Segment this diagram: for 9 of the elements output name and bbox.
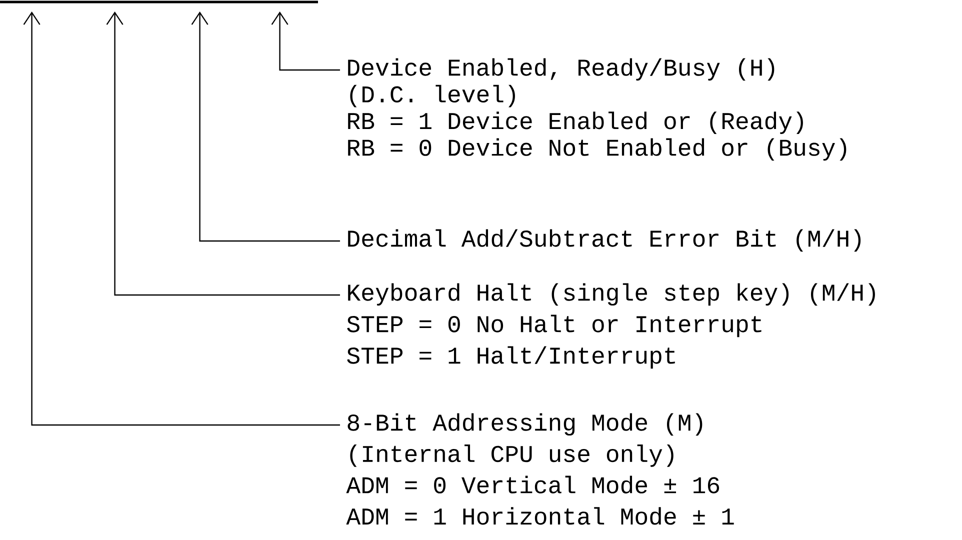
bit-description: Decimal Add/Subtract Error Bit (M/H): [348, 229, 861, 252]
arrow: [23, 11, 340, 426]
arrow: [106, 11, 340, 296]
arrow: [271, 11, 340, 71]
register-bar: [0, 0, 318, 4]
bit-description: 8-Bit Addressing Mode (M) (Internal CPU use only) ADM = 0 Vertical Mode ± 16 ADM = 1 Horizontal Mode ± 1: [346, 413, 734, 525]
bit-description: Device Enabled, Ready/Busy (H) (D.C. level) RB = 1 Device Enabled or (Ready) RB = 0 Device Not Enabled or (Busy): [348, 58, 846, 161]
bit-description: Keyboard Halt (single step key) (M/H) STEP = 0 No Halt or Interrupt STEP = 1 Halt/Interrupt: [347, 283, 875, 369]
arrow: [191, 11, 340, 242]
